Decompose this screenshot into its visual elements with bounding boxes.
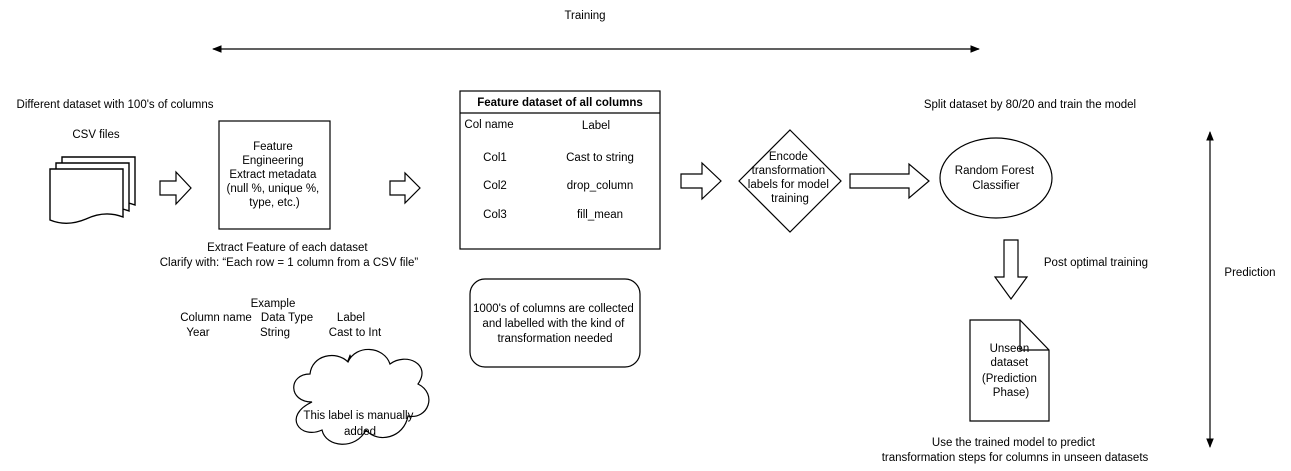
cloud-note-text: This label is manually added [303, 410, 416, 438]
csv-files-label: CSV files [72, 129, 120, 141]
feature-table-header-col-name: Col name [464, 119, 513, 131]
post-training-label: Post optimal training [1044, 257, 1148, 269]
csv-heading: Different dataset with 100's of columns [17, 99, 214, 111]
extract-caption: Extract Feature of each dataset Clarify … [160, 242, 419, 269]
unseen-dataset-text: Unseen dataset (Prediction Phase) [982, 343, 1040, 399]
feature-engineering-text: Feature Engineering Extract metadata (nu… [227, 141, 323, 209]
use-model-caption: Use the trained model to predict transfo… [882, 437, 1149, 464]
feature-table-row2-col: Col2 [483, 180, 507, 192]
example-title: Example [251, 298, 296, 310]
feature-table-box [459, 90, 661, 250]
unseen-dataset-fold [1019, 320, 1049, 351]
collected-note-text: 1000's of columns are collected and labe… [473, 303, 637, 345]
classifier-ellipse [939, 137, 1053, 219]
split-label: Split dataset by 80/20 and train the mod… [924, 99, 1136, 111]
block-arrow-down [993, 239, 1029, 301]
encode-text: Encode transformation labels for model t… [748, 151, 832, 205]
collected-note-box [469, 278, 641, 368]
block-arrow-4 [849, 162, 930, 200]
classifier-text: Random Forest Classifier [955, 165, 1037, 192]
training-label: Training [564, 10, 605, 22]
feature-table-row1-col: Col1 [483, 152, 507, 164]
cloud-shape [293, 348, 430, 445]
feature-table-row1-label: Cast to string [566, 152, 634, 164]
block-arrow-1 [159, 170, 192, 206]
encode-diamond [738, 129, 842, 233]
feature-table-row2-label: drop_column [567, 180, 633, 192]
example-header-label: Label [337, 312, 365, 324]
feature-table-title: Feature dataset of all columns [477, 97, 643, 109]
block-arrow-3 [680, 161, 722, 201]
block-arrow-2 [389, 171, 421, 205]
feature-table-row3-col: Col3 [483, 209, 507, 221]
example-header-data-type: Data Type [261, 312, 313, 324]
feature-table-row3-label: fill_mean [577, 209, 623, 221]
csv-files-icon [49, 156, 136, 224]
feature-table-header-label: Label [582, 120, 610, 132]
example-header-column-name: Column name [180, 312, 252, 324]
example-value-cast-to-int: Cast to Int [329, 327, 382, 339]
example-value-year: Year [186, 327, 209, 339]
example-value-string: String [260, 327, 290, 339]
feature-engineering-box [218, 120, 331, 230]
unseen-dataset-document [969, 319, 1050, 422]
prediction-label: Prediction [1224, 267, 1275, 279]
